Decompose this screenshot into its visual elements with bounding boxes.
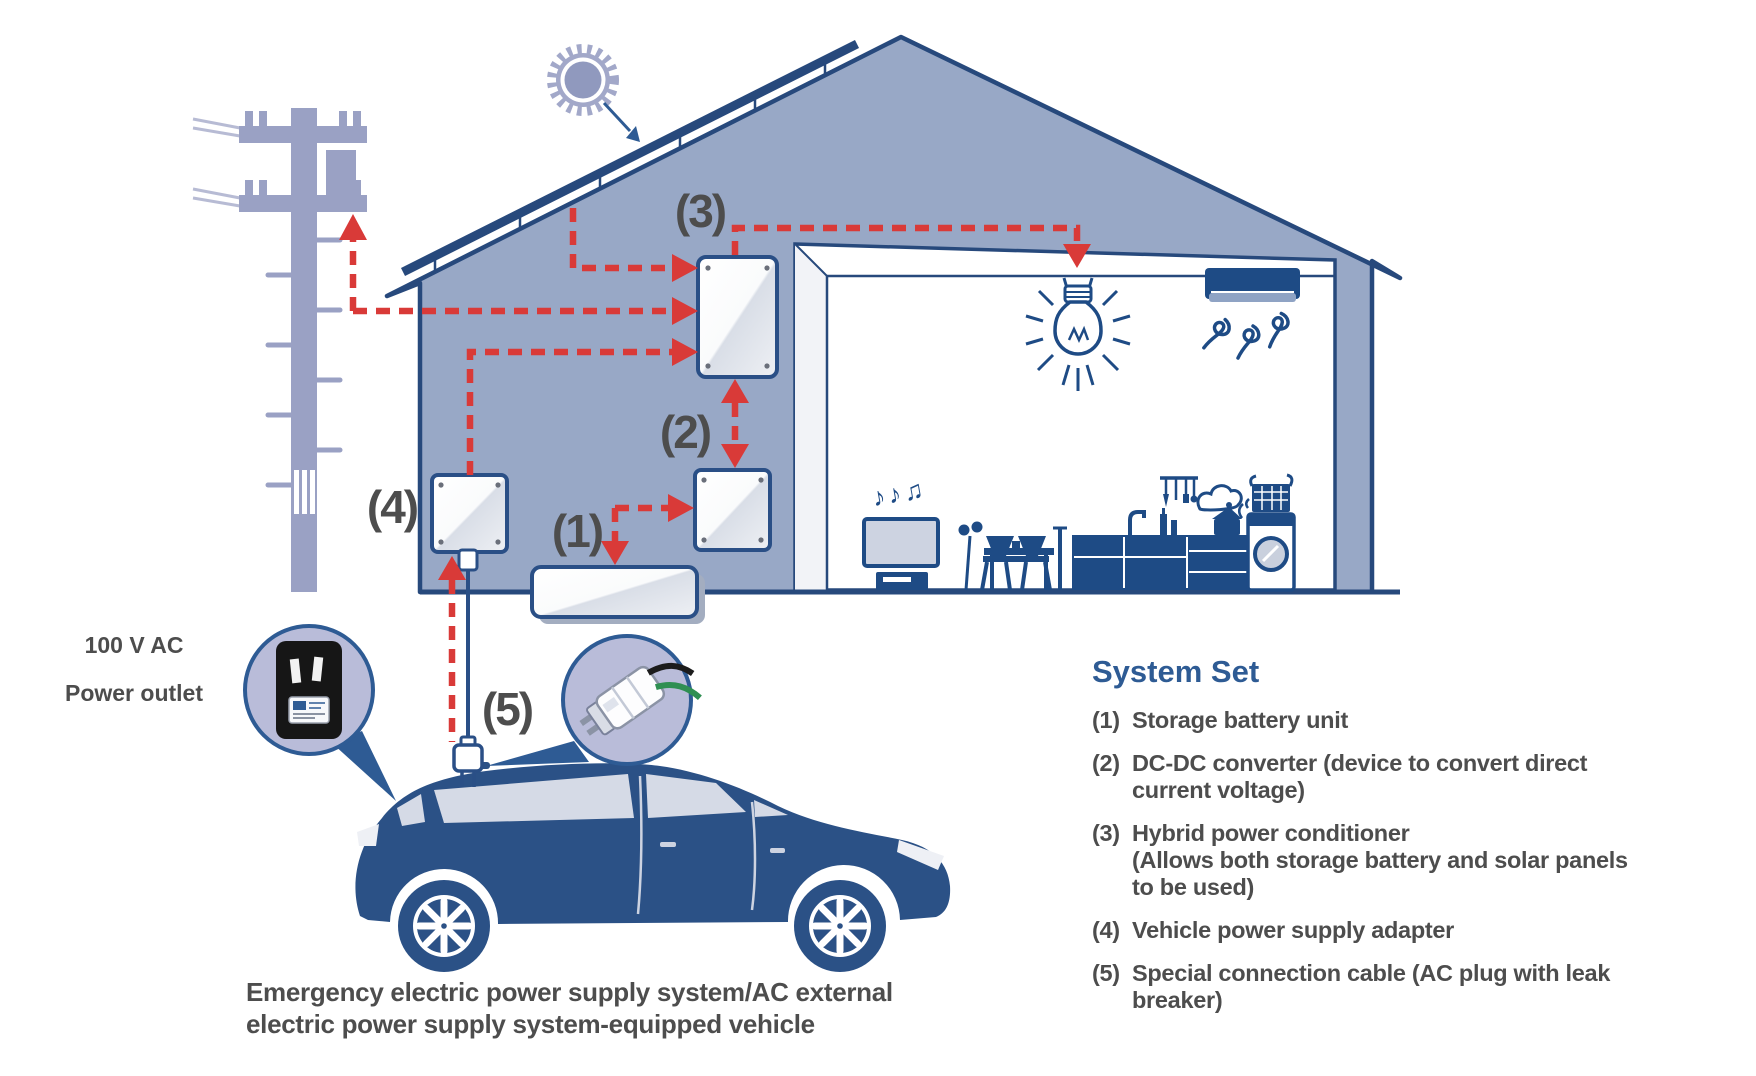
cooking-pot-icon	[1196, 484, 1243, 535]
outlet-callout	[243, 624, 375, 756]
system-set-title: System Set	[1092, 654, 1260, 689]
vehicle-icon	[355, 762, 951, 972]
plug-callout	[561, 634, 702, 766]
system-set-item-5: (5) Special connection cable (AC plug wi…	[1092, 960, 1732, 1014]
ac-plug-icon	[452, 735, 484, 787]
vehicle-power-supply-adapter	[430, 473, 509, 572]
system-set-item-4: (4) Vehicle power supply adapter	[1092, 917, 1732, 944]
system-set-item-2: (2) DC-DC converter (device to convert d…	[1092, 750, 1732, 804]
item-text: breaker)	[1132, 987, 1223, 1013]
item-text: (Allows both storage battery and solar p…	[1132, 847, 1628, 873]
dc-dc-converter	[693, 468, 772, 552]
hybrid-power-conditioner	[696, 255, 779, 379]
plant-stand-icon	[958, 521, 983, 591]
arrow-adapter-to-conditioner	[466, 348, 672, 475]
arrow-conditioner-to-loads	[731, 224, 1081, 255]
label-unit-2: (2)	[659, 406, 712, 458]
item-number: (4)	[1092, 917, 1120, 943]
kitchen-icon	[1072, 476, 1250, 590]
lightbulb-icon	[1025, 277, 1131, 391]
item-text: DC-DC converter (device to convert direc…	[1132, 750, 1588, 776]
solar-panel-icon	[400, 39, 860, 282]
outlet-callout-pointer	[333, 731, 396, 801]
tv-icon	[862, 517, 940, 590]
sun-icon	[547, 44, 640, 142]
arrow-battery-converter	[611, 504, 668, 541]
rear-wheel-icon	[398, 880, 490, 972]
label-unit-5: (5)	[481, 683, 534, 735]
dining-set-icon	[980, 536, 1054, 591]
plug-callout-pointer	[486, 741, 589, 766]
utility-pole-icon	[192, 108, 367, 592]
system-set-item-1: (1) Storage battery unit	[1092, 707, 1732, 734]
label-unit-3: (3)	[674, 185, 727, 237]
item-number: (5)	[1092, 960, 1120, 986]
vehicle-caption: Emergency electric power supply system/A…	[246, 976, 1006, 1040]
utensil-rack-icon	[1160, 476, 1198, 507]
air-conditioner-icon	[1202, 268, 1300, 360]
vehicle-caption-line-1: Emergency electric power supply system/A…	[246, 977, 893, 1007]
floor-lamp-icon	[1053, 526, 1067, 590]
item-text: Special connection cable (AC plug with l…	[1132, 960, 1611, 986]
outlet-voltage-text: 100 V AC	[84, 632, 184, 658]
arrowheads	[339, 214, 1091, 580]
system-set-item-3: (3) Hybrid power conditioner (Allows bot…	[1092, 820, 1732, 901]
power-flow-arrows	[349, 208, 1081, 742]
item-text: Vehicle power supply adapter	[1132, 917, 1455, 943]
item-text: Storage battery unit	[1132, 707, 1348, 733]
item-text: Hybrid power conditioner	[1132, 820, 1410, 846]
label-unit-4: (4)	[366, 481, 419, 533]
item-text: to be used)	[1132, 874, 1255, 900]
leak-breaker-plug-icon	[579, 662, 702, 736]
vehicle-caption-line-2: electric power supply system-equipped ve…	[246, 1009, 815, 1039]
arrow-solar-to-conditioner	[569, 208, 672, 272]
system-set-panel: System Set (1) Storage battery unit (2) …	[1092, 654, 1732, 1030]
storage-battery-unit	[530, 565, 705, 624]
item-number: (1)	[1092, 707, 1120, 733]
item-number: (2)	[1092, 750, 1120, 776]
item-number: (3)	[1092, 820, 1120, 846]
arrow-grid-to-conditioner	[349, 240, 672, 315]
label-unit-1: (1)	[551, 505, 604, 557]
power-outlet-icon	[276, 641, 342, 739]
item-text: current voltage)	[1132, 777, 1305, 803]
outlet-label-text: Power outlet	[64, 680, 203, 706]
front-wheel-icon	[794, 880, 886, 972]
washing-machine-icon	[1238, 473, 1296, 592]
